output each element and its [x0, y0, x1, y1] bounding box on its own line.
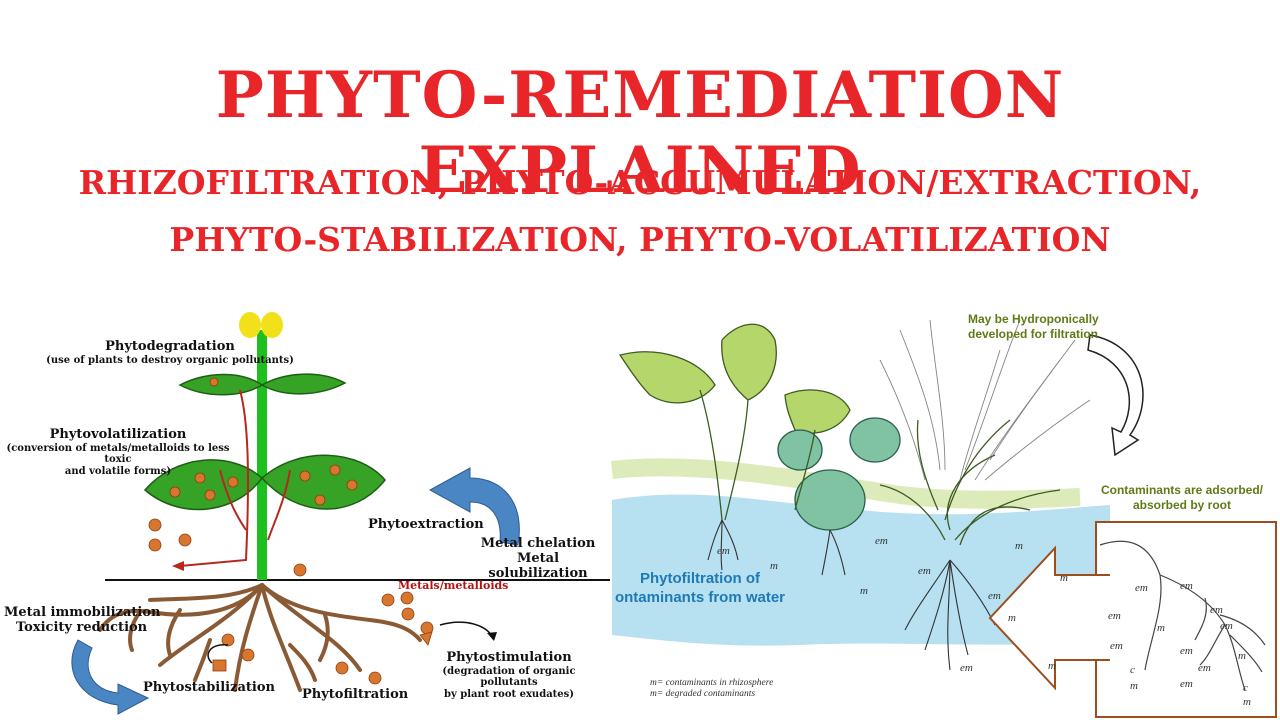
phytostimulation-title: Phytostimulation	[446, 650, 572, 665]
contaminant-mark: em	[918, 565, 931, 577]
phytodegradation-desc: (use of plants to destroy organic pollut…	[46, 354, 294, 366]
contaminant-mark: em	[1108, 610, 1121, 622]
flower-petal-left	[239, 312, 261, 338]
contaminant-mark: m	[1238, 650, 1246, 662]
phytofiltration-label: Phytofiltration	[302, 687, 409, 702]
contaminant-mark: em	[1110, 640, 1123, 652]
contaminant-mark: m	[1060, 572, 1068, 584]
flower-petal-right	[261, 312, 283, 338]
water-lettuce	[777, 417, 901, 531]
shore-vegetation	[610, 458, 1081, 509]
metal-immobilization: Metal immobilization	[4, 605, 161, 620]
contaminant-legend: m= contaminants in rhizosphere m= degrad…	[650, 678, 773, 701]
page-title: PHYTO-REMEDIATION EXPLAINED	[215, 58, 1065, 208]
immobilization-label: Metal immobilization Toxicity reduction	[4, 605, 161, 636]
phytoextraction-arrow	[428, 467, 520, 546]
toxicity-reduction: Toxicity reduction	[16, 619, 148, 635]
metal-solubilization: Metal solubilization	[488, 550, 588, 581]
contaminant-mark: m	[860, 585, 868, 597]
subtitle-line-2: PHYTO-STABILIZATION, PHYTO-VOLATILIZATIO…	[169, 220, 1111, 259]
contaminant-mark: em	[960, 662, 973, 674]
contaminant-mark: m	[1157, 622, 1165, 634]
phytofiltration-water-line-2: ontaminants from water	[614, 588, 786, 606]
phytofiltration-water-label: Phytofiltration of ontaminants from wate…	[600, 570, 800, 608]
contaminant-mark: m	[1130, 680, 1138, 692]
phytoextraction-label: Phytoextraction	[368, 517, 484, 532]
contaminant-mark: em	[875, 535, 888, 547]
hydroponic-arrow	[1087, 334, 1144, 457]
contaminant-mark: m	[1015, 540, 1023, 552]
subtitle-line-1: RHIZOFILTRATION, PHYTO-ACCUMULATION/EXTR…	[78, 163, 1202, 202]
leaf-upper-left	[178, 373, 264, 396]
phytofiltration-water-line-1: Phytofiltration of	[640, 570, 760, 587]
stimulation-arrowhead	[487, 632, 497, 641]
immobilization-arrow	[71, 639, 150, 715]
legend-line-1: m= contaminants in rhizosphere	[650, 678, 774, 688]
contaminant-mark: em	[1180, 678, 1193, 690]
zoom-root-drawing	[1099, 540, 1266, 691]
phytostimulation-label: Phytostimulation (degradation of organic…	[414, 650, 604, 700]
contaminant-mark: em	[1210, 604, 1223, 616]
background-reeds	[879, 319, 1091, 481]
metal-chelation: Metal chelation	[480, 536, 596, 551]
phytovolatilization-desc-1: (conversion of metals/metalloids to less…	[6, 442, 230, 466]
contaminant-mark: em	[717, 545, 730, 557]
contaminant-mark: em	[1180, 580, 1193, 592]
contaminant-mark: m	[1008, 612, 1016, 624]
hydroponic-line-1: May be Hydroponically	[968, 312, 1099, 326]
contaminant-mark: m	[1243, 696, 1251, 708]
stimulation-arrow	[439, 621, 493, 637]
phytodegradation-label: Phytodegradation (use of plants to destr…	[40, 339, 300, 366]
adsorbed-line-1: Contaminants are adsorbed/	[1100, 483, 1264, 497]
phytovolatilization-desc-2: and volatile forms)	[64, 465, 172, 477]
contaminant-mark: m	[1048, 660, 1056, 672]
transport-arrowhead	[172, 561, 184, 571]
phytovolatilization-label: Phytovolatilization (conversion of metal…	[0, 427, 236, 477]
stabilization-arrow	[207, 644, 229, 664]
phytodegradation-title: Phytodegradation	[105, 339, 235, 354]
metals-metalloids-label: Metals/metalloids	[398, 579, 509, 592]
plant-stem	[257, 330, 267, 580]
left-diagram-graphic	[71, 312, 610, 715]
contaminant-mark: em	[1198, 662, 1211, 674]
metal-chelation-label: Metal chelation Metal solubilization	[470, 536, 606, 582]
contaminant-mark: em	[1135, 582, 1148, 594]
plant-stems	[699, 389, 1061, 546]
arrowhead-plant-leaves	[618, 323, 851, 434]
root-system	[98, 583, 422, 692]
hydroponic-line-2: developed for filtration	[968, 327, 1099, 341]
phytostabilization-label: Phytostabilization	[143, 680, 275, 695]
leaf-upper-right	[260, 373, 347, 395]
contaminant-mark: em	[988, 590, 1001, 602]
leaf-lower-right	[260, 454, 386, 510]
contaminant-mark: c	[1243, 682, 1248, 694]
adsorbed-label: Contaminants are adsorbed/ absorbed by r…	[1092, 483, 1272, 513]
stabilized-metal-particle	[212, 659, 227, 672]
metal-particles	[148, 377, 434, 685]
contaminant-mark: em	[1220, 620, 1233, 632]
contaminant-mark: c	[1130, 664, 1135, 676]
phytostimulation-desc-2: by plant root exudates)	[443, 688, 575, 700]
stimulated-particle	[419, 631, 433, 646]
hydroponic-label: May be Hydroponically developed for filt…	[968, 312, 1099, 342]
contaminant-mark: m	[770, 560, 778, 572]
legend-line-2: m= degraded contaminants	[650, 689, 756, 700]
adsorbed-line-2: absorbed by root	[1132, 498, 1231, 512]
transport-lines	[179, 389, 291, 567]
phytovolatilization-title: Phytovolatilization	[49, 427, 187, 442]
contaminant-mark: em	[1180, 645, 1193, 657]
phytostimulation-desc-1: (degradation of organic pollutants	[442, 665, 576, 689]
